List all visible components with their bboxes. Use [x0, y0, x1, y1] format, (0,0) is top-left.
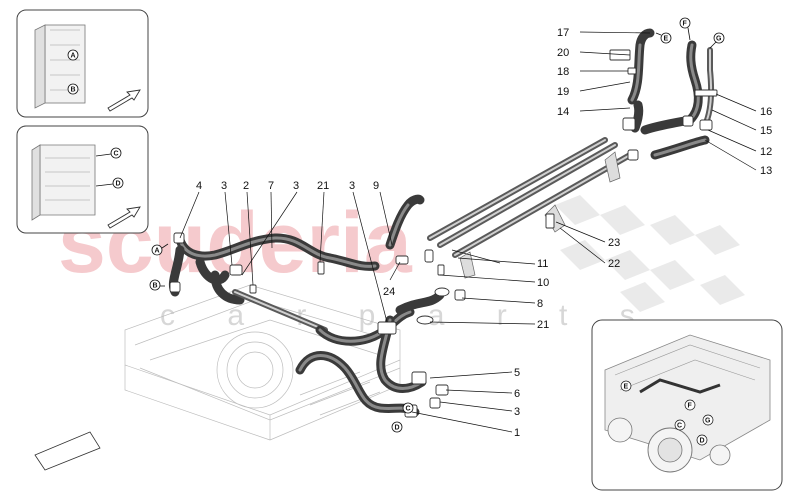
fittings [169, 49, 718, 418]
inset-engine: E F G C D [591, 319, 783, 491]
callout-18: 18 [557, 66, 569, 78]
engine-connector-g: G [705, 418, 711, 425]
callout-3: 3 [514, 406, 520, 418]
view-arrow-icon [107, 89, 141, 112]
inset-radiator-cd: C D [16, 125, 149, 234]
callout-3: 3 [221, 180, 227, 192]
engine-connector-d: D [700, 438, 705, 445]
view-arrow-icon [107, 206, 141, 229]
callout-13: 13 [760, 165, 772, 177]
main-connectors: A B C D E F G [149, 17, 725, 433]
callout-17: 17 [557, 27, 569, 39]
callout-23: 23 [608, 237, 620, 249]
watermark-checker [555, 195, 745, 312]
connector-b: B [153, 283, 158, 290]
callout-14: 14 [557, 106, 569, 118]
callout-4: 4 [196, 180, 202, 192]
callout-numbers: 4 3 2 7 3 21 3 9 24 11 10 8 21 5 6 3 1 1… [196, 27, 772, 439]
callout-15: 15 [760, 125, 772, 137]
inset-radiator-ab: A B [16, 9, 149, 118]
callout-6: 6 [514, 388, 520, 400]
callout-5: 5 [514, 367, 520, 379]
callout-7: 7 [268, 180, 274, 192]
inset-connector-d: D [116, 181, 121, 188]
callout-24: 24 [383, 286, 395, 298]
engine-connector-c: C [677, 423, 682, 430]
callout-3: 3 [293, 180, 299, 192]
direction-arrow-icon [34, 431, 101, 471]
inset-connector-a: A [71, 53, 76, 60]
callout-21: 21 [317, 180, 329, 192]
metal-pipes [427, 137, 633, 279]
callout-3: 3 [349, 180, 355, 192]
callout-12: 12 [760, 146, 772, 158]
callout-8: 8 [537, 298, 543, 310]
callout-16: 16 [760, 106, 772, 118]
rubber-hoses [168, 28, 715, 417]
connector-a: A [155, 248, 160, 255]
connector-c: C [406, 406, 411, 413]
callout-19: 19 [557, 86, 569, 98]
leader-lines [179, 31, 757, 433]
engine-connector-f: F [688, 403, 693, 410]
callout-21: 21 [537, 319, 549, 331]
callout-1: 1 [514, 427, 520, 439]
callout-9: 9 [373, 180, 379, 192]
engine-connector-e: E [624, 384, 629, 391]
callout-10: 10 [537, 277, 549, 289]
callout-2: 2 [243, 180, 249, 192]
inset-connector-c: C [114, 151, 119, 158]
connector-f: F [683, 21, 688, 28]
callout-11: 11 [537, 258, 548, 270]
inset-connector-b: B [71, 87, 76, 94]
callout-20: 20 [557, 47, 569, 59]
connector-g: G [716, 36, 722, 43]
callout-22: 22 [608, 258, 620, 270]
connector-d: D [395, 425, 400, 432]
connector-e: E [664, 36, 669, 43]
